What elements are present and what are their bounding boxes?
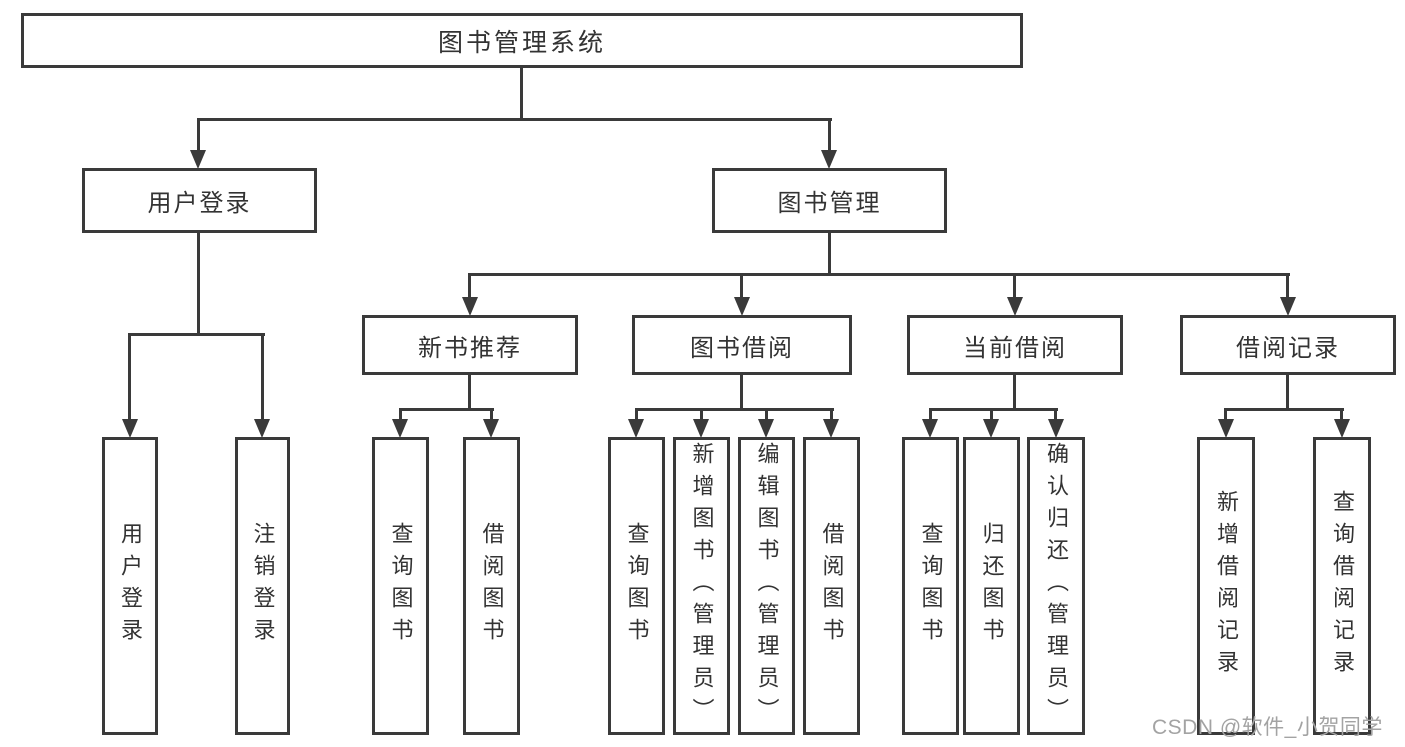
node-borrowing-records: 借阅记录 (1180, 315, 1396, 375)
connector-line (1224, 408, 1227, 422)
leaf-borrow-books: 借阅图书 (463, 437, 520, 735)
node-label: 借阅图书 (819, 522, 845, 650)
connector-line (700, 408, 703, 422)
arrowhead-down-icon (758, 419, 774, 438)
connector-line (765, 408, 768, 422)
leaf-add-book-admin: 新增图书（管理员） (673, 437, 730, 735)
node-book-borrowing: 图书借阅 (632, 315, 852, 375)
connector-line (1224, 408, 1344, 411)
connector-line (828, 233, 831, 275)
node-user-login: 用户登录 (82, 168, 317, 233)
node-new-book-recommendation: 新书推荐 (362, 315, 578, 375)
connector-line (929, 408, 1058, 411)
connector-line (197, 118, 200, 152)
connector-line (1013, 273, 1016, 299)
node-label: 确认归还（管理员） (1044, 442, 1069, 730)
node-label: 图书管理 (777, 190, 882, 217)
arrowhead-down-icon (1280, 297, 1296, 316)
connector-line (830, 408, 833, 422)
connector-line (468, 273, 1290, 276)
node-label: 查询图书 (624, 522, 650, 650)
arrowhead-down-icon (1218, 419, 1234, 438)
connector-line (128, 333, 265, 336)
node-current-borrowing: 当前借阅 (907, 315, 1123, 375)
arrowhead-down-icon (190, 150, 206, 169)
arrowhead-down-icon (734, 297, 750, 316)
leaf-add-borrow-record: 新增借阅记录 (1197, 437, 1255, 735)
node-label: 当前借阅 (963, 334, 1067, 362)
node-label: 图书借阅 (690, 334, 794, 362)
connector-line (635, 408, 638, 422)
connector-line (261, 333, 264, 421)
node-label: 新增图书（管理员） (689, 442, 715, 730)
connector-line (490, 408, 493, 422)
leaf-query-borrow-record: 查询借阅记录 (1313, 437, 1371, 735)
node-label: 借阅记录 (1236, 334, 1340, 362)
arrowhead-down-icon (821, 150, 837, 169)
arrowhead-down-icon (462, 297, 478, 316)
connector-line (990, 408, 993, 422)
connector-line (1286, 273, 1289, 299)
arrowhead-down-icon (122, 419, 138, 438)
arrowhead-down-icon (1334, 419, 1350, 438)
leaf-query-books: 查询图书 (372, 437, 429, 735)
connector-line (197, 233, 200, 336)
arrowhead-down-icon (823, 419, 839, 438)
node-label: 注销登录 (250, 522, 276, 650)
leaf-logout: 注销登录 (235, 437, 290, 735)
node-library-management-system: 图书管理系统 (21, 13, 1023, 68)
arrowhead-down-icon (1048, 419, 1064, 438)
node-label: 新书推荐 (418, 334, 522, 362)
arrowhead-down-icon (693, 419, 709, 438)
node-label: 归还图书 (979, 522, 1005, 650)
connector-line (197, 118, 832, 121)
node-label: 新增借阅记录 (1214, 490, 1239, 682)
leaf-query-books: 查询图书 (902, 437, 959, 735)
arrowhead-down-icon (483, 419, 499, 438)
connector-line (468, 273, 471, 299)
node-label: 用户登录 (118, 522, 143, 650)
arrowhead-down-icon (628, 419, 644, 438)
connector-line (468, 375, 471, 411)
connector-line (929, 408, 932, 422)
connector-line (128, 333, 131, 421)
node-book-management: 图书管理 (712, 168, 947, 233)
connector-line (399, 408, 402, 422)
arrowhead-down-icon (922, 419, 938, 438)
connector-line (740, 375, 743, 411)
node-label: 图书管理系统 (437, 28, 606, 57)
leaf-query-books: 查询图书 (608, 437, 665, 735)
node-label: 用户登录 (147, 190, 252, 217)
arrowhead-down-icon (254, 419, 270, 438)
connector-line (520, 68, 523, 120)
node-label: 编辑图书（管理员） (754, 442, 780, 730)
connector-line (740, 273, 743, 299)
leaf-borrow-books: 借阅图书 (803, 437, 860, 735)
connector-line (1054, 408, 1057, 422)
connector-line (635, 408, 834, 411)
node-label: 查询图书 (918, 522, 944, 650)
arrowhead-down-icon (1007, 297, 1023, 316)
node-label: 查询图书 (388, 522, 414, 650)
connector-line (1286, 375, 1289, 411)
leaf-edit-book-admin: 编辑图书（管理员） (738, 437, 795, 735)
leaf-return-books: 归还图书 (963, 437, 1020, 735)
connector-line (399, 408, 494, 411)
connector-line (828, 118, 831, 152)
node-label: 查询借阅记录 (1330, 490, 1355, 682)
connector-line (1013, 375, 1016, 411)
arrowhead-down-icon (392, 419, 408, 438)
watermark-text: CSDN @软件_小贺同学 (1152, 716, 1383, 739)
connector-line (1340, 408, 1343, 422)
leaf-confirm-return-admin: 确认归还（管理员） (1027, 437, 1085, 735)
node-label: 借阅图书 (479, 522, 505, 650)
leaf-user-login: 用户登录 (102, 437, 158, 735)
arrowhead-down-icon (983, 419, 999, 438)
